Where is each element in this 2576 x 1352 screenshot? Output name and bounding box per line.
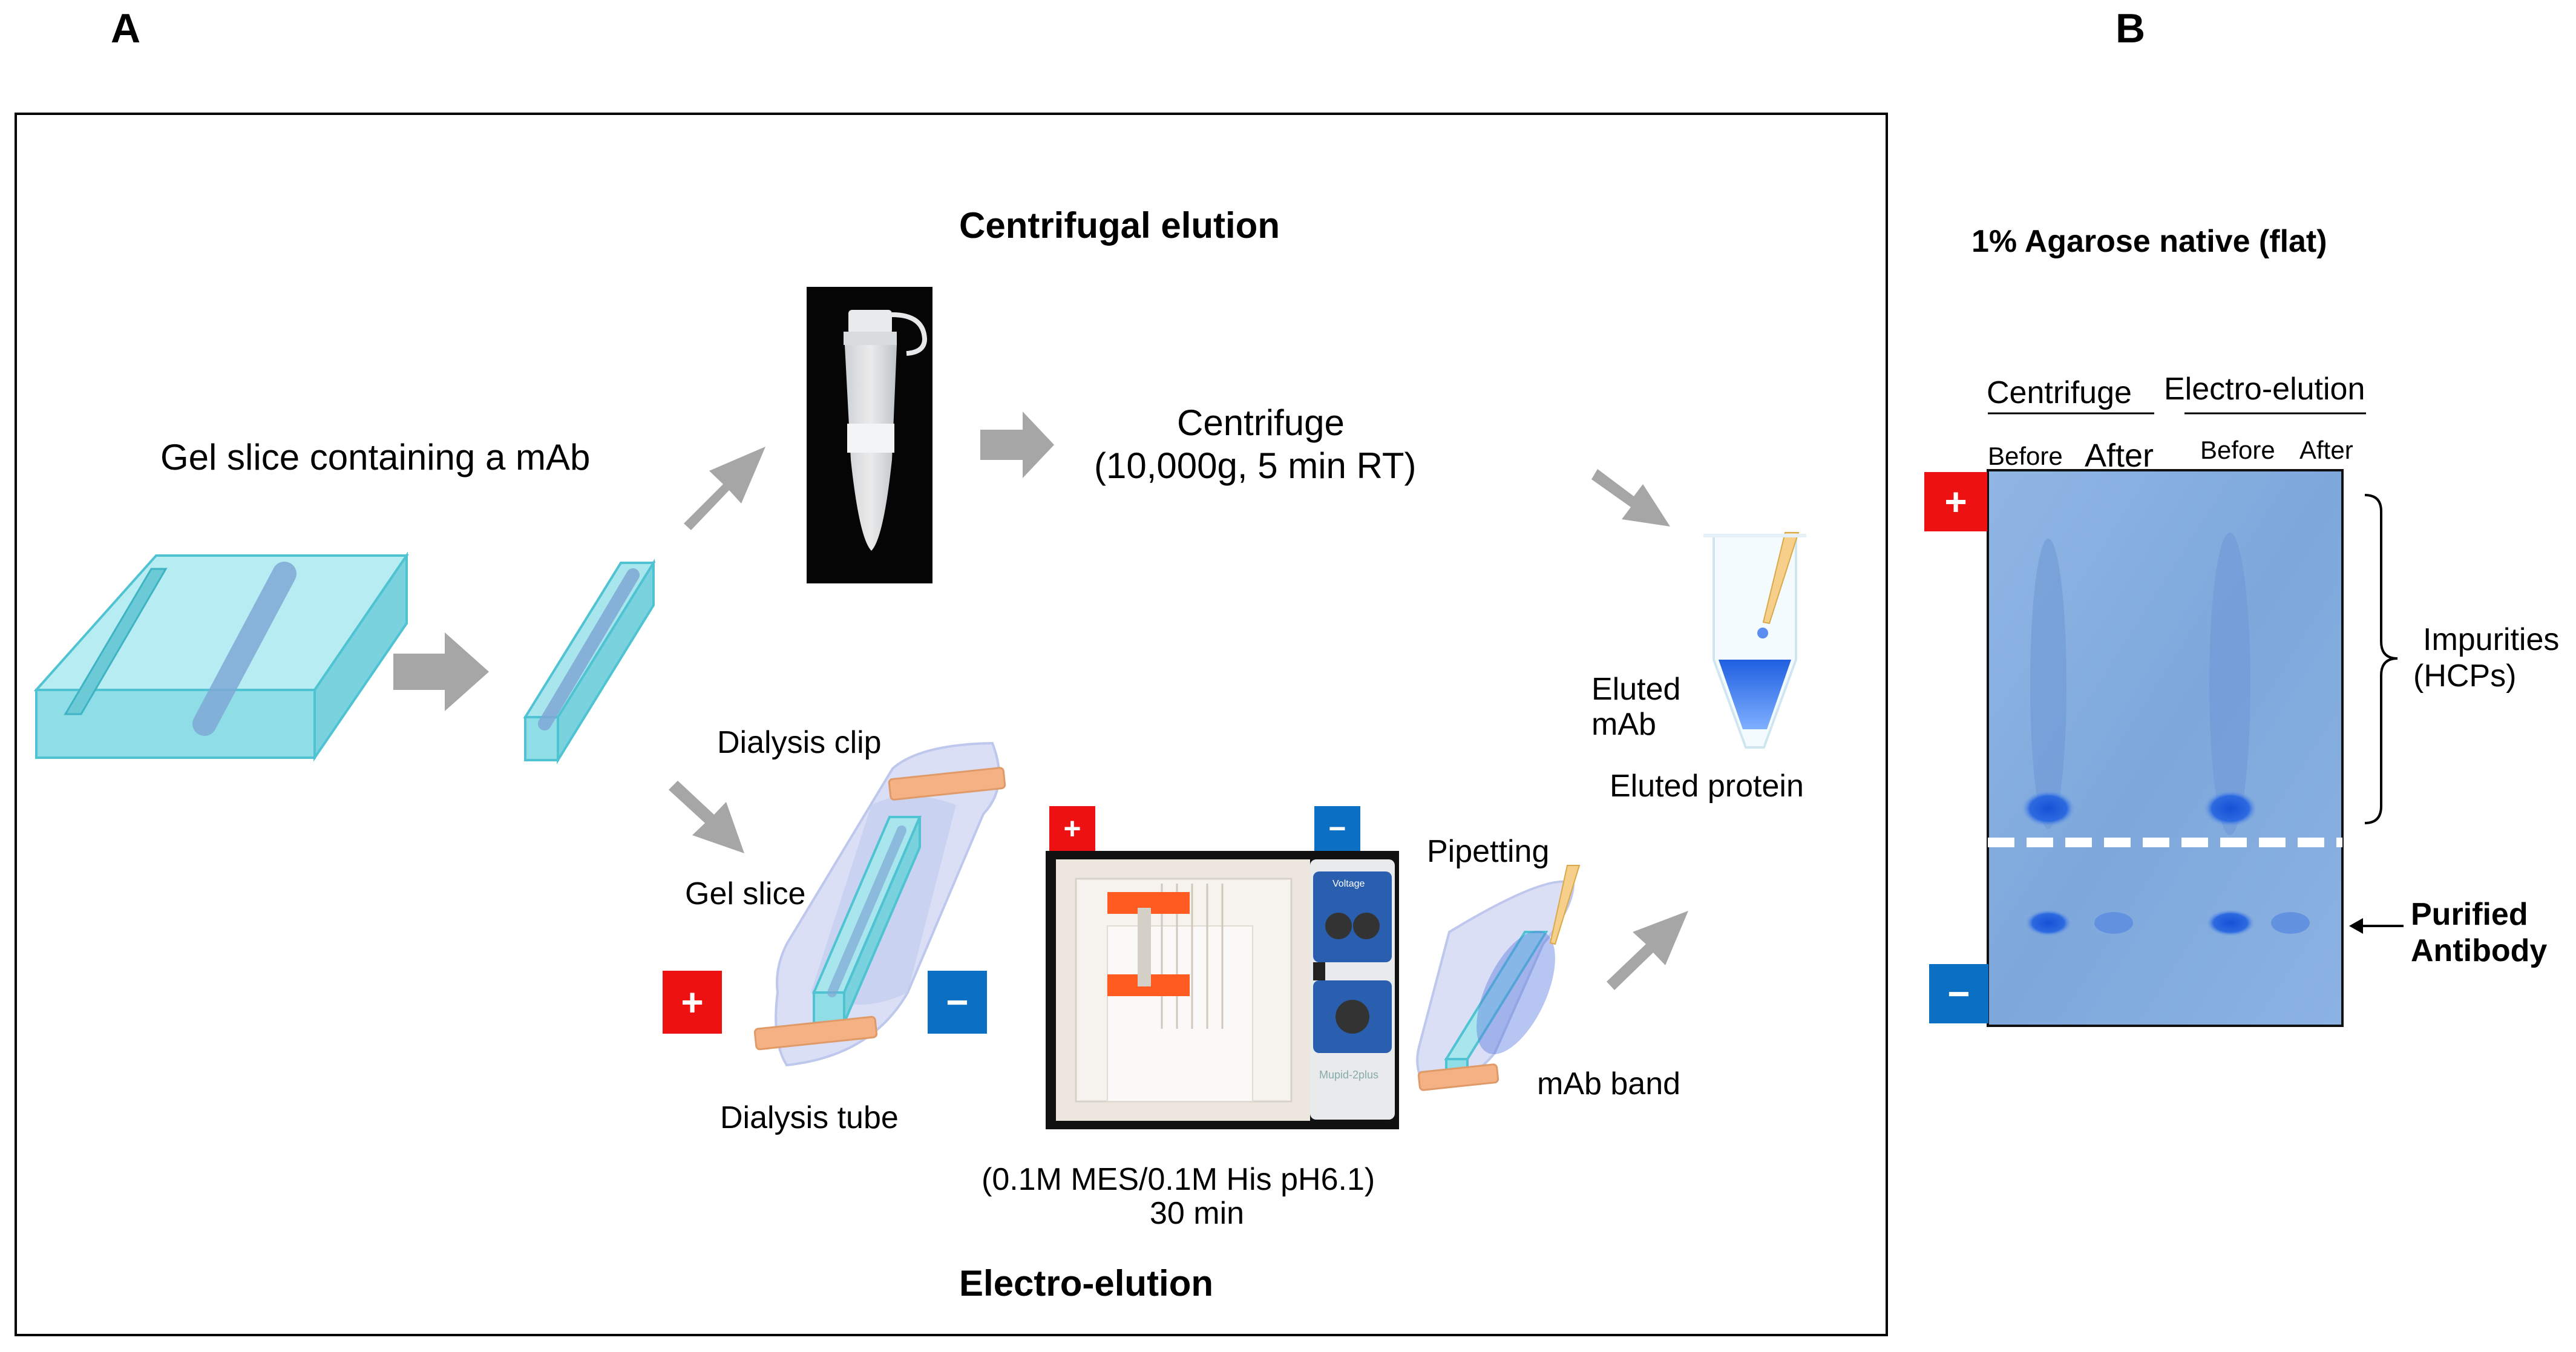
lane-before-1: Before [1988,442,2063,470]
eluted-mab-label-1: Eluted [1591,672,1681,707]
dialysis-bag [753,741,1006,1067]
group-centrifuge-label: Centrifuge [1987,375,2132,410]
arrow-to-centrifuge [980,412,1054,478]
dialysis-clip-bottom [753,1016,878,1051]
eluted-protein-label: Eluted protein [1610,769,1804,804]
purified-label-2: Antibody [2411,933,2548,968]
pipetting-label: Pipetting [1427,834,1550,869]
arrow-pipetting-to-eluted [1607,911,1688,990]
pipetting-bag [1416,865,1581,1091]
impurities-brace [2364,494,2398,824]
arrow-to-eluted [1591,469,1670,527]
electrophoresis-device-photo [1046,851,1399,1129]
dialysis-clip-top [888,767,1006,801]
electro-elution-title: Electro-elution [959,1263,1214,1304]
agarose-title: 1% Agarose native (flat) [1971,224,2327,259]
centrifuge-label: Centrifuge [1177,402,1345,443]
arrow-to-electro [669,781,744,853]
panel-letter-a: A [111,5,141,51]
plus-sign-gel: + [1924,472,1987,531]
dialysis-clip-label: Dialysis clip [717,725,882,760]
lane-after-2: After [2299,436,2353,464]
device-brand-label: Mupid-2plus [1319,1069,1379,1081]
mab-band-label: mAb band [1537,1066,1681,1101]
minus-sign-device: − [1314,806,1360,851]
minus-sign-gel: − [1929,964,1988,1023]
purified-label-1: Purified [2411,897,2528,932]
minus-sign-bag: − [928,971,987,1034]
duration-label: 30 min [1150,1196,1245,1231]
gel-slice-label: Gel slice [685,876,806,911]
arrow-slab-to-slice [393,632,489,711]
arrow-to-centrifugal [684,447,765,530]
eluted-tube [1703,532,1806,749]
impurities-label-1: Impurities [2423,622,2560,657]
plus-sign-bag: + [663,971,722,1034]
gel-slice-mab-label: Gel slice containing a mAb [160,437,591,477]
centrifuge-tube-photo [807,287,932,583]
lane-after-1: After [2085,438,2154,474]
lane-before-2: Before [2200,436,2275,464]
centrifugal-elution-title: Centrifugal elution [959,205,1280,246]
panel-letter-b: B [2116,5,2146,51]
agarose-gel [1987,469,2344,1027]
dialysis-tube-label: Dialysis tube [720,1100,899,1135]
panel-a-frame [15,113,1888,1336]
device-voltage-label: Voltage [1332,879,1365,889]
centrifuge-conditions: (10,000g, 5 min RT) [1094,445,1417,486]
buffer-label: (0.1M MES/0.1M His pH6.1) [982,1162,1375,1197]
gel-slab [33,551,409,762]
gel-slice [523,558,656,765]
eluted-mab-label-2: mAb [1591,707,1656,742]
impurities-label-2: (HCPs) [2413,658,2517,694]
plus-sign-device: + [1049,806,1095,851]
group-electro-label: Electro-elution [2164,372,2365,407]
